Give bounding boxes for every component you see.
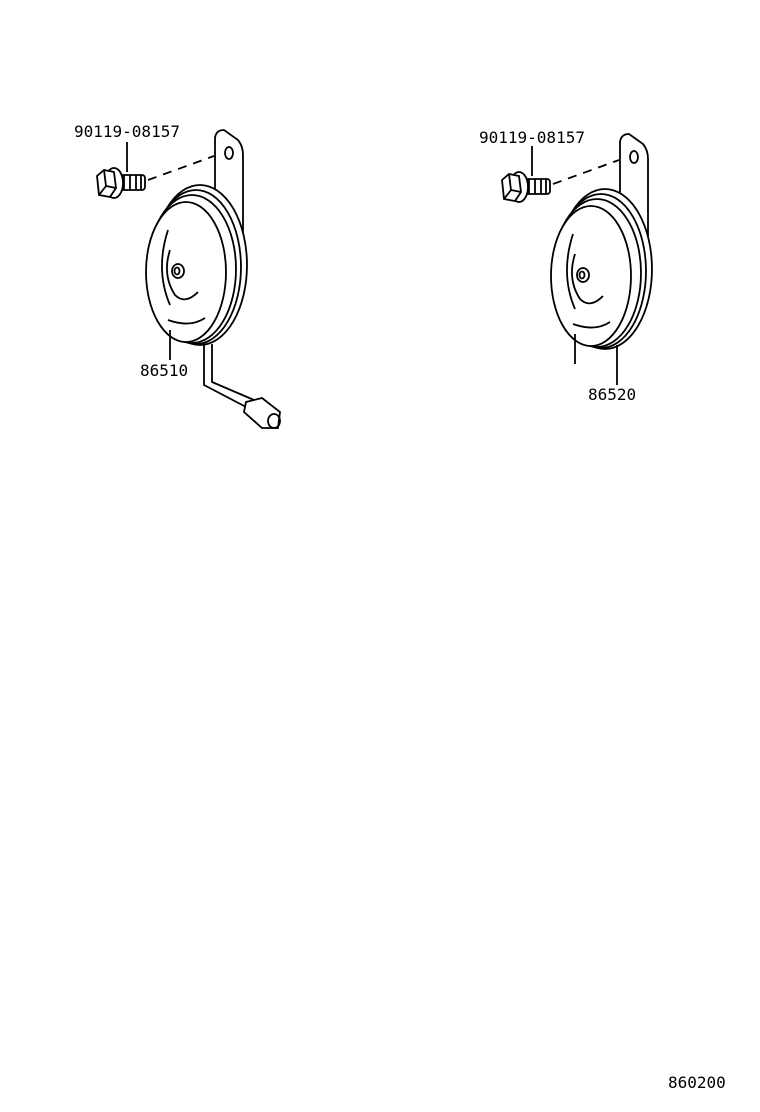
diagram-code: 860200 [668, 1073, 726, 1092]
bolt-part-label[interactable]: 90119-08157 [74, 122, 180, 141]
horn-assembly-86510: 90119-08157 86510 [74, 122, 281, 429]
horn-part-label[interactable]: 86510 [140, 361, 188, 380]
cable-connector [243, 397, 281, 429]
bolt-part-label[interactable]: 90119-08157 [479, 128, 585, 147]
horn-cable [203, 344, 255, 409]
horn-assembly-86520: 90119-08157 86520 [479, 128, 653, 404]
horn-part-label[interactable]: 86520 [588, 385, 636, 404]
horn-86510-drawing [96, 129, 248, 361]
horn-86520-drawing [501, 133, 653, 365]
